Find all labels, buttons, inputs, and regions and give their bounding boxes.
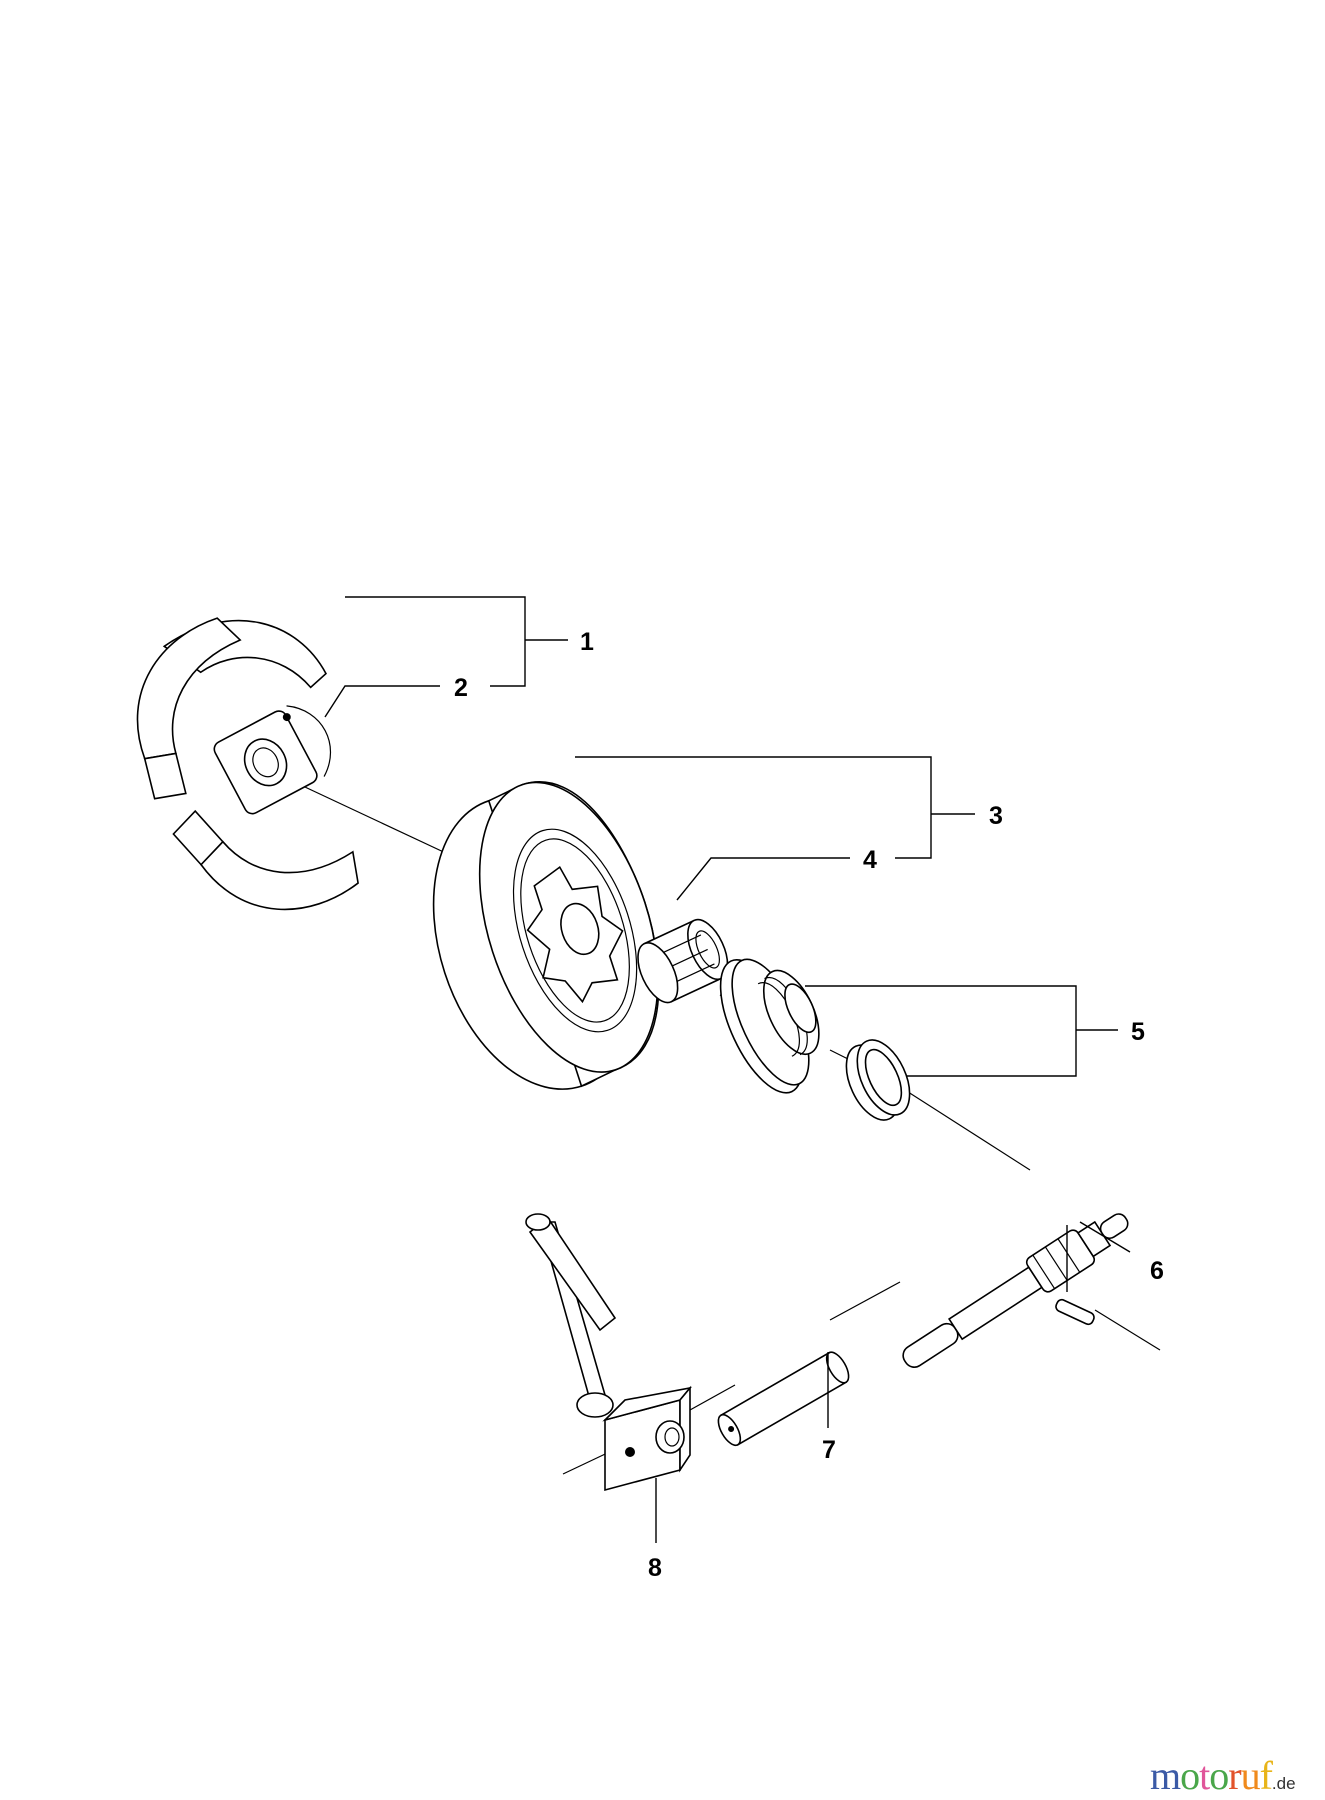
oil-pump-lever (525, 1213, 693, 1492)
logo-letter: o (1180, 1753, 1200, 1798)
callout-5: 5 (1131, 1018, 1145, 1046)
logo-suffix: .de (1271, 1774, 1296, 1793)
motoruf-logo: motoruf.de (1150, 1752, 1296, 1799)
assembly-axis (289, 779, 1161, 1475)
callout-8: 8 (648, 1554, 662, 1582)
callout-7: 7 (822, 1436, 836, 1464)
spring-ring (845, 1039, 911, 1121)
logo-letter: o (1209, 1753, 1229, 1798)
callout-2: 2 (454, 674, 468, 702)
clutch-drum (432, 781, 660, 1090)
leader-lines (324, 596, 1131, 1543)
logo-letter: f (1259, 1753, 1273, 1798)
callout-4: 4 (863, 846, 877, 874)
logo-letter: r (1228, 1753, 1241, 1798)
logo-letter: t (1199, 1753, 1210, 1798)
clutch-assembly (136, 617, 359, 911)
callout-3: 3 (989, 802, 1003, 830)
callout-6: 6 (1150, 1257, 1164, 1285)
logo-letter: u (1240, 1753, 1261, 1798)
drive-plate (719, 958, 820, 1094)
sleeve (717, 1351, 850, 1447)
pin (1055, 1298, 1095, 1326)
callout-1: 1 (580, 628, 594, 656)
logo-letter: m (1150, 1753, 1181, 1798)
worm-shaft (902, 1213, 1129, 1368)
